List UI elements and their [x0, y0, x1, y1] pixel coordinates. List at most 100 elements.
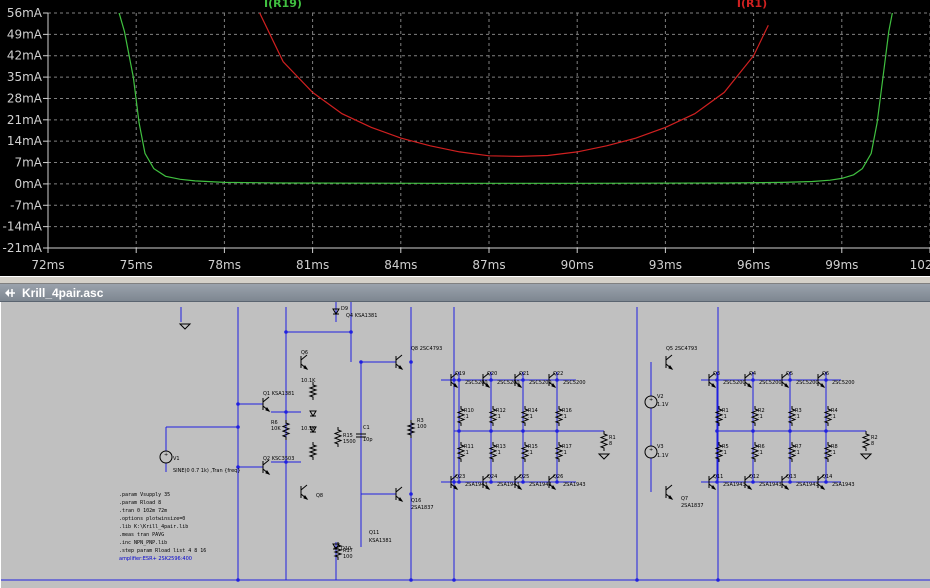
resistor[interactable] [488, 406, 498, 426]
transistor[interactable] [262, 396, 271, 412]
transistor[interactable] [744, 372, 753, 388]
transistor[interactable] [514, 372, 523, 388]
junction-dot [751, 378, 755, 382]
wire[interactable] [285, 307, 352, 362]
component-label: 2SA1943 [465, 482, 488, 488]
transistor[interactable] [548, 372, 557, 388]
diode[interactable] [309, 426, 317, 433]
resistor[interactable] [456, 406, 466, 426]
component-label: 2SC5200 [465, 380, 488, 386]
transistor[interactable] [548, 474, 557, 490]
resistor[interactable] [520, 442, 530, 462]
component-label: .1 [795, 414, 800, 420]
spice-directive[interactable]: .tran 0 102m 72m [119, 508, 167, 514]
resistor[interactable] [308, 442, 318, 460]
transistor[interactable] [262, 459, 271, 475]
resistor[interactable] [488, 442, 498, 462]
resistor[interactable] [406, 420, 416, 438]
component-label: Q13 [786, 474, 796, 480]
spice-directive[interactable]: .param Rload 8 [119, 500, 161, 506]
junction-dot [555, 429, 559, 433]
component-label: Q14 [822, 474, 832, 480]
resistor[interactable] [599, 431, 609, 451]
transistor[interactable] [665, 484, 674, 500]
resistor[interactable] [861, 431, 871, 451]
resistor[interactable] [456, 442, 466, 462]
transistor[interactable] [708, 474, 717, 490]
resistor[interactable] [750, 442, 760, 462]
voltage-source[interactable]: + [159, 450, 173, 464]
trace-legend-label[interactable]: I(R1) [737, 0, 767, 10]
transistor[interactable] [482, 372, 491, 388]
schematic-window-titlebar[interactable]: Krill_4pair.asc [0, 284, 930, 302]
junction-dot [824, 429, 828, 433]
transistor[interactable] [781, 474, 790, 490]
pane-splitter[interactable] [0, 276, 930, 284]
diode[interactable] [309, 410, 317, 417]
transistor[interactable] [665, 354, 674, 370]
resistor[interactable] [714, 442, 724, 462]
component-label: 1.1V [657, 453, 669, 459]
resistor[interactable] [554, 406, 564, 426]
transistor[interactable] [300, 484, 309, 500]
junction-dot [452, 578, 456, 582]
junction-dot [715, 429, 719, 433]
resistor[interactable] [333, 542, 343, 560]
resistor[interactable] [750, 406, 760, 426]
spice-directive[interactable]: .options plotwinsize=0 [119, 516, 185, 522]
transistor[interactable] [708, 372, 717, 388]
spice-directive[interactable]: .step param Rload list 4 8 16 [119, 548, 206, 554]
resistor[interactable] [714, 406, 724, 426]
trace-ir1[interactable] [254, 1, 769, 158]
resistor[interactable] [333, 427, 343, 447]
transistor[interactable] [817, 372, 826, 388]
voltage-source[interactable]: + [644, 445, 658, 459]
y-tick-label: 28mA [7, 91, 43, 105]
transistor[interactable] [744, 474, 753, 490]
spice-directive[interactable]: .lib K:\Krill_4pair.lib [119, 524, 188, 530]
junction-dot [788, 429, 792, 433]
transistor[interactable] [450, 372, 459, 388]
transistor[interactable] [817, 474, 826, 490]
resistor[interactable] [554, 442, 564, 462]
component-label: .1 [464, 450, 469, 456]
component-label: 10K [271, 426, 281, 432]
transistor[interactable] [395, 486, 404, 502]
transistor[interactable] [781, 372, 790, 388]
transistor[interactable] [514, 474, 523, 490]
x-tick-label: 93ms [649, 258, 682, 272]
component-label: Q8 2SC4793 [411, 346, 442, 352]
y-tick-label: 14mA [7, 134, 43, 148]
schematic-drawing[interactable]: + + + SINE(0 0.7 1k) ,Tran {freq}V1R610KQ1… [1, 302, 930, 588]
spice-directive[interactable]: .param Vsupply 35 [119, 492, 170, 498]
transistor[interactable] [395, 354, 404, 370]
resistor[interactable] [787, 442, 797, 462]
resistor[interactable] [823, 406, 833, 426]
spice-directive[interactable]: .meas tran PAVG [119, 532, 164, 538]
resistor[interactable] [281, 420, 291, 440]
spice-directive[interactable]: .inc NPN_PNP.lib [119, 540, 167, 546]
resistor[interactable] [520, 406, 530, 426]
schematic-link-text[interactable]: amplifier:ESR+ 2SK2596:400 [119, 556, 192, 562]
waveform-plot[interactable]: 56mA49mA42mA35mA28mA21mA14mA7mA0mA-7mA-1… [0, 0, 930, 276]
schematic-window-title: Krill_4pair.asc [22, 285, 104, 300]
resistor[interactable] [823, 442, 833, 462]
transistor[interactable] [300, 354, 309, 370]
component-label: .1 [528, 450, 533, 456]
component-label: Q3 [713, 371, 720, 377]
transistor[interactable] [450, 474, 459, 490]
junction-dot [489, 480, 493, 484]
component-label: R15 [528, 444, 538, 450]
trace-legend-label[interactable]: I(R19) [264, 0, 302, 10]
resistor[interactable] [787, 406, 797, 426]
transistor[interactable] [482, 474, 491, 490]
voltage-source[interactable]: + [644, 395, 658, 409]
diode[interactable] [332, 308, 340, 315]
junction-dot [824, 480, 828, 484]
trace-ir19[interactable] [116, 1, 895, 184]
resistor[interactable] [308, 382, 318, 400]
